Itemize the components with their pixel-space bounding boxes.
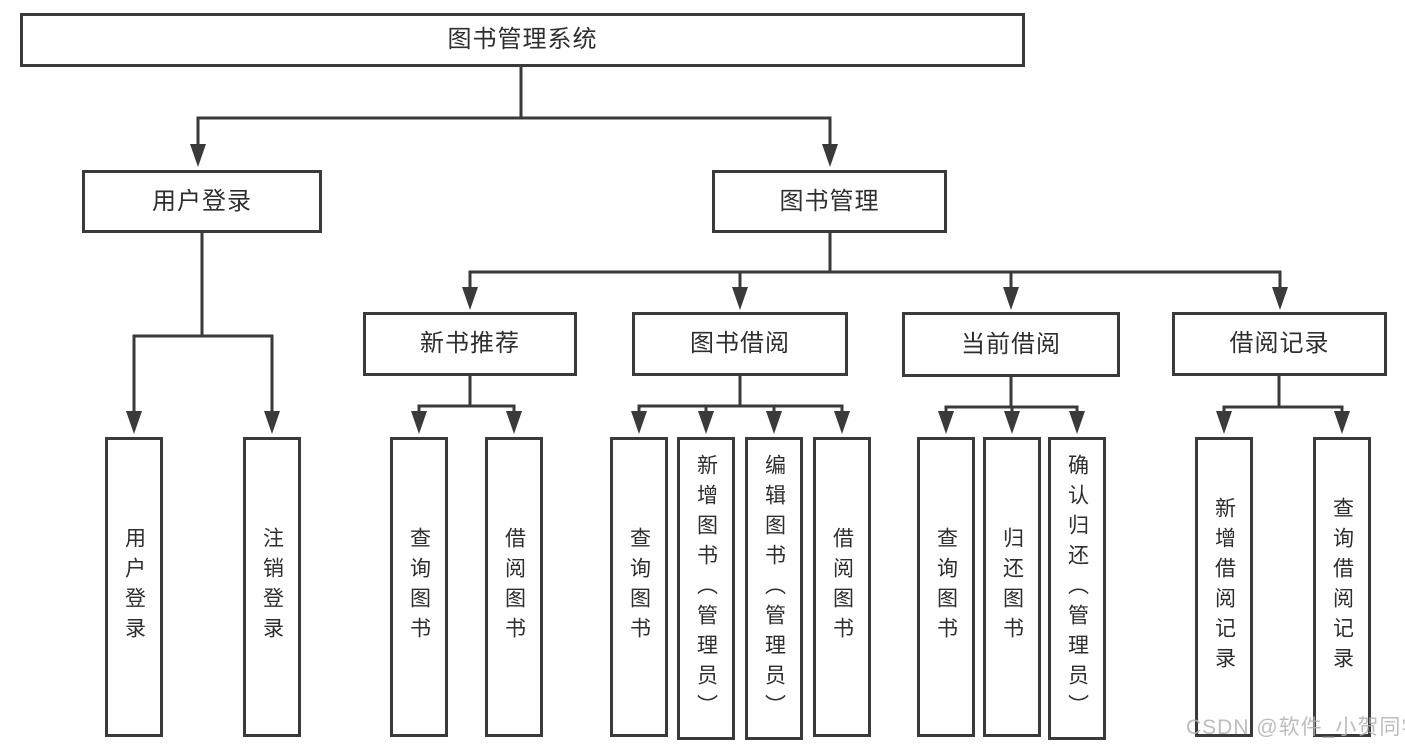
arrowhead-down-icon — [190, 144, 206, 167]
leaf-borrowing-query-books-label: 查询图书 — [627, 527, 651, 647]
node-borrowing-records-label: 借阅记录 — [1229, 330, 1330, 357]
node-new-book-recommend: 新书推荐 — [363, 312, 577, 376]
node-current-borrowing: 当前借阅 — [902, 312, 1120, 377]
arrowhead-down-icon — [126, 411, 142, 434]
arrowhead-down-icon — [766, 411, 782, 434]
leaf-records-add-record-label: 新增借阅记录 — [1212, 497, 1236, 677]
node-user-login: 用户登录 — [82, 170, 322, 233]
connector-current-borrow-to-leaves — [938, 377, 1085, 434]
leaf-newrec-query-books-label: 查询图书 — [407, 527, 431, 647]
connector-user-login-to-leaves — [126, 233, 280, 434]
leaf-borrowing-add-books-admin-label: 新增图书（管理员） — [694, 453, 718, 724]
leaf-records-add-record: 新增借阅记录 — [1195, 437, 1253, 737]
connector-book-mgmt-to-level3 — [462, 233, 1288, 310]
leaf-logout: 注销登录 — [243, 437, 301, 737]
arrowhead-down-icon — [506, 411, 522, 434]
node-root-label: 图书管理系统 — [447, 26, 598, 53]
arrowhead-down-icon — [411, 411, 427, 434]
arrowhead-down-icon — [1216, 411, 1232, 434]
leaf-current-confirm-return-admin: 确认归还（管理员） — [1048, 437, 1106, 740]
arrowhead-down-icon — [1334, 411, 1350, 434]
leaf-current-return-books: 归还图书 — [983, 437, 1041, 737]
arrowhead-down-icon — [732, 287, 748, 310]
leaf-current-query-books: 查询图书 — [917, 437, 975, 737]
connector-book-borrow-to-leaves — [631, 376, 850, 434]
arrowhead-down-icon — [631, 411, 647, 434]
node-book-management-label: 图书管理 — [779, 187, 880, 215]
leaf-borrowing-edit-books-admin: 编辑图书（管理员） — [745, 437, 803, 740]
node-user-login-label: 用户登录 — [152, 187, 252, 215]
node-book-borrowing-label: 图书借阅 — [690, 330, 790, 357]
arrowhead-down-icon — [834, 411, 850, 434]
connector-new-book-rec-to-leaves — [411, 376, 522, 434]
arrowhead-down-icon — [938, 411, 954, 434]
leaf-current-query-books-label: 查询图书 — [934, 527, 958, 647]
arrowhead-down-icon — [1272, 287, 1288, 310]
leaf-current-return-books-label: 归还图书 — [1000, 527, 1024, 647]
arrowhead-down-icon — [264, 411, 280, 434]
leaf-user-login: 用户登录 — [105, 437, 163, 737]
leaf-records-query-record-label: 查询借阅记录 — [1330, 497, 1354, 677]
leaf-borrowing-borrow-books-label: 借阅图书 — [830, 527, 854, 647]
leaf-user-login-label: 用户登录 — [122, 527, 146, 647]
connector-borrow-records-to-leaves — [1216, 376, 1350, 434]
leaf-records-query-record: 查询借阅记录 — [1313, 437, 1371, 737]
arrowhead-down-icon — [462, 287, 478, 310]
leaf-newrec-query-books: 查询图书 — [390, 437, 448, 737]
node-current-borrowing-label: 当前借阅 — [961, 330, 1061, 358]
connector-root-to-level2 — [190, 67, 838, 167]
leaf-borrowing-add-books-admin: 新增图书（管理员） — [677, 437, 735, 740]
leaf-borrowing-edit-books-admin-label: 编辑图书（管理员） — [762, 453, 786, 724]
node-new-book-recommend-label: 新书推荐 — [420, 330, 520, 357]
leaf-current-confirm-return-admin-label: 确认归还（管理员） — [1065, 453, 1089, 724]
node-book-management: 图书管理 — [712, 170, 947, 233]
arrowhead-down-icon — [1003, 287, 1019, 310]
leaf-logout-label: 注销登录 — [260, 527, 284, 647]
arrowhead-down-icon — [698, 411, 714, 434]
arrowhead-down-icon — [822, 144, 838, 167]
node-book-borrowing: 图书借阅 — [632, 312, 848, 376]
arrowhead-down-icon — [1069, 411, 1085, 434]
arrowhead-down-icon — [1004, 411, 1020, 434]
leaf-newrec-borrow-books: 借阅图书 — [485, 437, 543, 737]
leaf-borrowing-borrow-books: 借阅图书 — [813, 437, 871, 737]
leaf-newrec-borrow-books-label: 借阅图书 — [502, 527, 526, 647]
leaf-borrowing-query-books: 查询图书 — [610, 437, 668, 737]
node-borrowing-records: 借阅记录 — [1172, 312, 1387, 376]
node-root: 图书管理系统 — [20, 13, 1025, 67]
